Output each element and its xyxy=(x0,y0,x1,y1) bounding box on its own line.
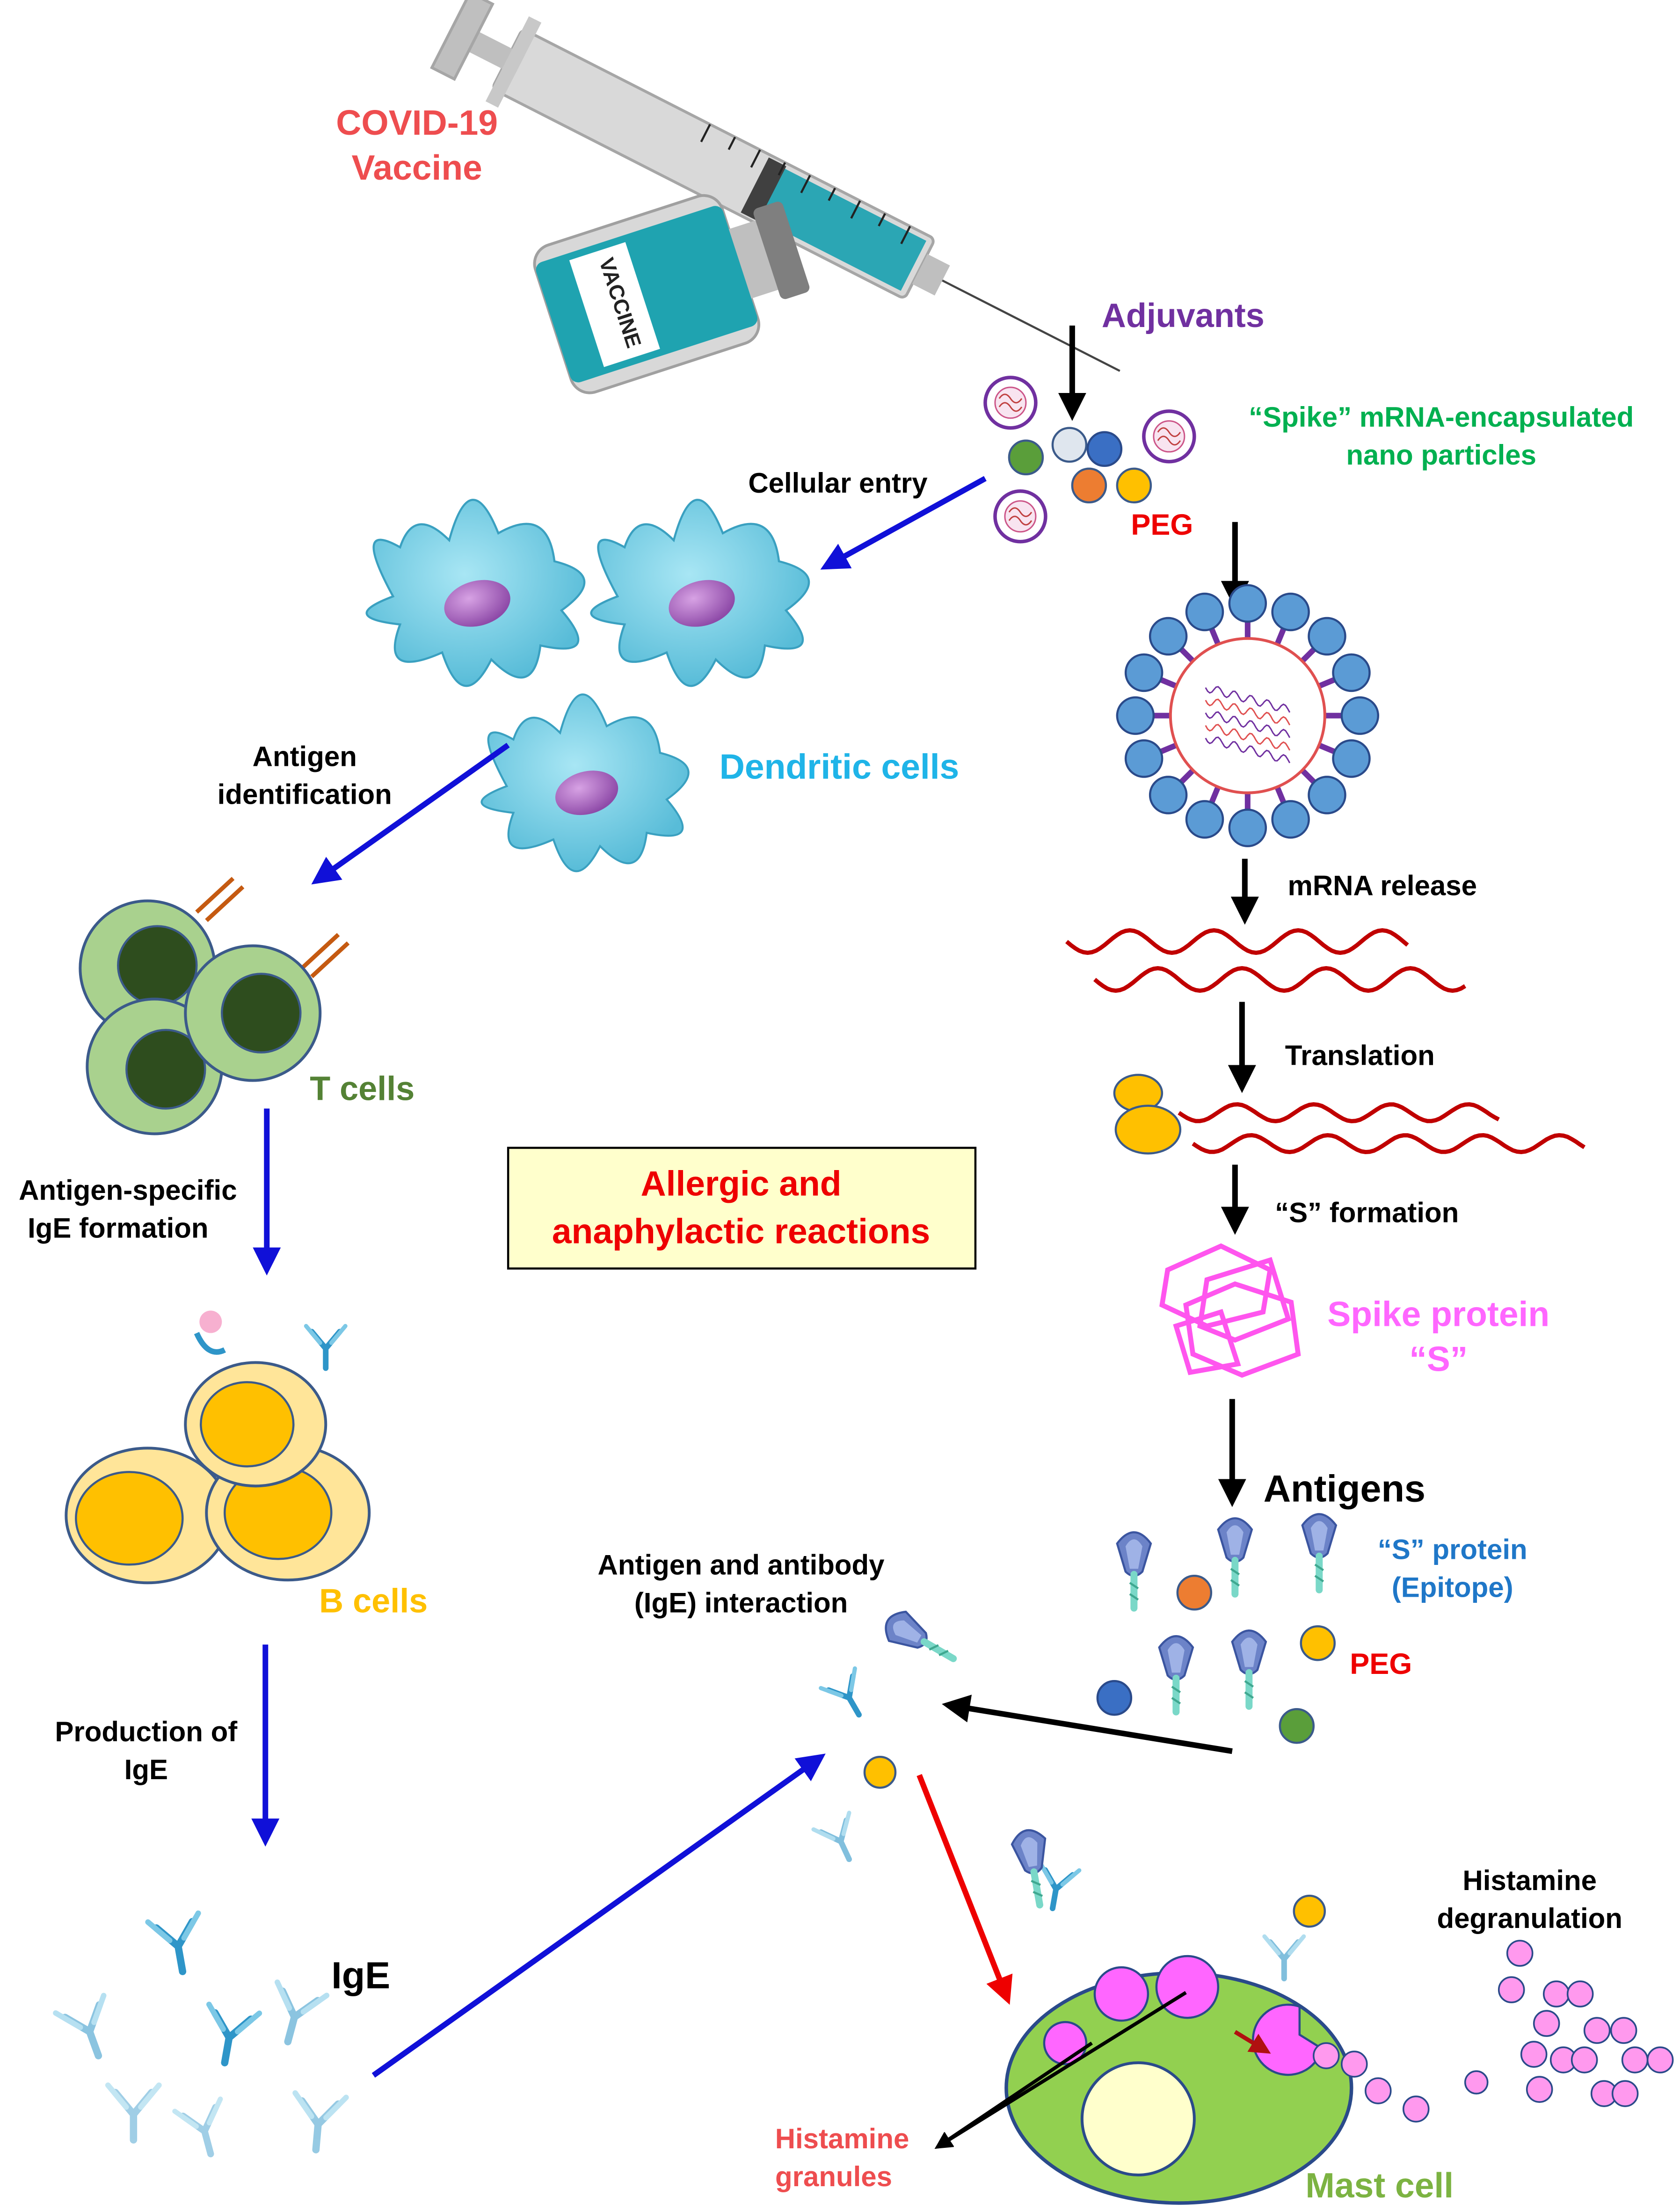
s-formation-label: “S” formation xyxy=(1275,1197,1459,1228)
dendritic-cell-icon xyxy=(365,499,586,687)
production-label-line1: Production of xyxy=(55,1716,238,1747)
dendritic-cell-icon xyxy=(590,499,810,687)
translation-label: Translation xyxy=(1285,1040,1435,1071)
vaccine-title-line1: COVID-19 xyxy=(336,103,498,142)
vaccine-title-line2: Vaccine xyxy=(352,148,482,187)
ribosome-icon xyxy=(1113,1074,1182,1155)
spike-protein-label-line1: Spike protein xyxy=(1327,1294,1549,1333)
arrow-antigens-to-interaction xyxy=(942,1695,1233,1754)
adjuvants-label: Adjuvants xyxy=(1102,297,1265,335)
allergic-reactions-line2: anaphylactic reactions xyxy=(552,1211,930,1251)
production-label-line2: IgE xyxy=(124,1754,168,1785)
dendritic-cell-icon xyxy=(480,693,690,873)
arrow-antigen-identification xyxy=(311,742,510,885)
antigens-label: Antigens xyxy=(1264,1468,1425,1510)
ige-antigen-complex-icon xyxy=(814,1606,962,1868)
nanoparticles-label-line2: nano particles xyxy=(1346,439,1536,471)
histamine-granules-cloud xyxy=(1498,1940,1674,2107)
peg-label-bottom: PEG xyxy=(1350,1648,1412,1680)
histamine-degranulation-line2: degranulation xyxy=(1437,1903,1622,1934)
pointer-granule-2 xyxy=(934,1991,1187,2149)
cellular-entry-label: Cellular entry xyxy=(748,467,928,499)
t-cell-cluster xyxy=(79,877,350,1135)
s-protein-label-line2: (Epitope) xyxy=(1392,1571,1513,1603)
mast-cell-icon xyxy=(1004,1827,1353,2205)
histamine-granules-line1: Histamine xyxy=(775,2123,909,2154)
arrow-interaction-to-mast-cell xyxy=(916,1774,1013,2005)
histamine-degranulation-line1: Histamine xyxy=(1462,1865,1597,1896)
interaction-label-line2: (IgE) interaction xyxy=(634,1587,848,1618)
lipid-nanoparticle-icon xyxy=(1116,584,1380,847)
b-cell-cluster xyxy=(65,1310,371,1585)
antigen-identification-line1: Antigen xyxy=(253,741,357,772)
vaccine-vial-icon: VACCINE xyxy=(533,194,810,394)
allergic-reactions-line1: Allergic and xyxy=(640,1164,841,1203)
translation-strands-icon xyxy=(1178,1102,1586,1155)
antigen-identification-line2: identification xyxy=(218,779,392,810)
ige-label: IgE xyxy=(331,1955,390,1997)
nanoparticle-cluster xyxy=(985,378,1194,542)
mrna-release-label: mRNA release xyxy=(1288,870,1477,902)
syringe-icon xyxy=(430,0,1120,372)
antigens-group xyxy=(1096,1514,1336,1744)
spike-protein-icon xyxy=(1159,1243,1301,1378)
mast-cell-label: Mast cell xyxy=(1305,2166,1454,2205)
ige-antibodies-group xyxy=(56,1913,346,2160)
s-protein-label-line1: “S” protein xyxy=(1378,1534,1527,1565)
histamine-release-dots xyxy=(1312,2042,1489,2123)
spike-protein-label-line2: “S” xyxy=(1409,1339,1468,1378)
dendritic-cells-label: Dendritic cells xyxy=(720,747,959,786)
antigen-specific-line2: IgE formation xyxy=(28,1212,208,1244)
arrow-cellular-entry xyxy=(820,476,987,570)
b-cells-label: B cells xyxy=(319,1582,428,1620)
allergic-reactions-box: Allergic and anaphylactic reactions xyxy=(507,1147,977,1270)
antigen-specific-line1: Antigen-specific xyxy=(19,1174,237,1206)
t-cells-label: T cells xyxy=(310,1070,415,1108)
nanoparticles-label-line1: “Spike” mRNA-encapsulated xyxy=(1249,401,1634,433)
mrna-strands-icon xyxy=(1065,928,1467,993)
arrow-ige-to-interaction xyxy=(371,1753,826,2078)
interaction-label-line1: Antigen and antibody xyxy=(598,1549,885,1580)
histamine-granules-line2: granules xyxy=(775,2161,892,2192)
peg-label-top: PEG xyxy=(1131,509,1193,541)
